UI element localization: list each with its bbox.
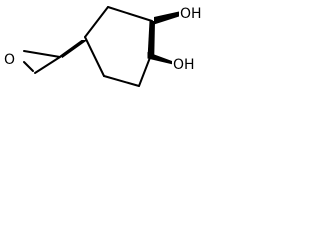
- ring-bond-top-left: [84, 6, 109, 38]
- wedge-bond-to-bottom-hydroxyl: [147, 52, 172, 65]
- epoxide-bond-c-o: [23, 50, 61, 58]
- epoxide-oxygen-label: O: [4, 52, 15, 68]
- epoxide-bond-c-ch2: [34, 56, 61, 74]
- epoxide-bond-o-ch2: [23, 61, 34, 72]
- wedge-bond-c1-c2: [147, 21, 155, 55]
- molecular-structure: OH OH O: [4, 6, 202, 87]
- ring-bond-right: [138, 54, 152, 87]
- ring-bond-top: [107, 6, 153, 22]
- ring-bond-left: [84, 36, 105, 77]
- hydroxyl-label-top: OH: [180, 6, 202, 22]
- ring-bond-bottom: [103, 75, 140, 87]
- wedge-bond-to-top-hydroxyl: [154, 11, 179, 25]
- wedge-bond-to-epoxide: [59, 40, 88, 58]
- hydroxyl-label-bottom: OH: [173, 57, 195, 73]
